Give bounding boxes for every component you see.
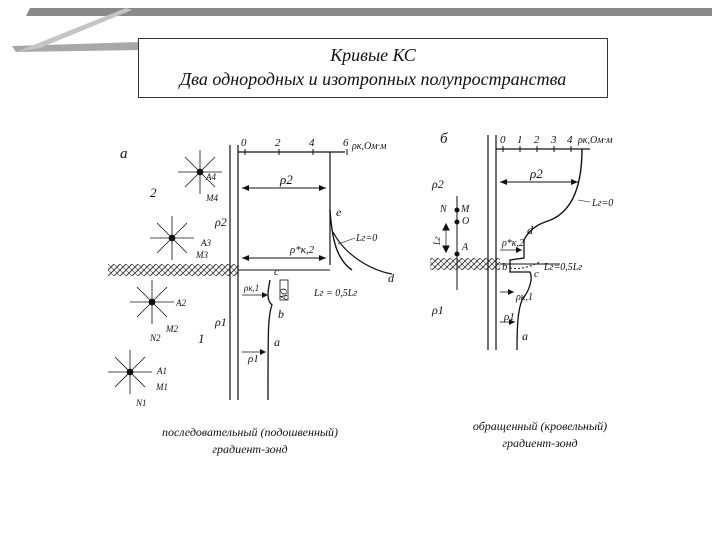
right-rhok1-label: ρк,1: [515, 292, 533, 303]
right-rho2-medium: ρ2: [431, 177, 444, 191]
left-tick-4: 4: [309, 137, 315, 149]
right-label-b: b: [502, 261, 508, 273]
electrode-star-2: [130, 280, 174, 324]
right-rhok2-label: ρ*к,2: [501, 238, 524, 249]
electrode-N2: N2: [149, 333, 161, 343]
left-lr0: Lг=0: [355, 233, 377, 244]
left-caption-line-2: градиент-зонд: [212, 442, 288, 456]
right-rho2-dim-label: ρ2: [529, 166, 543, 181]
electrode-M1: M1: [155, 382, 168, 392]
decorative-header-bands: [12, 8, 712, 52]
electrode-A3: A3: [200, 238, 211, 248]
right-label-O: O: [462, 216, 469, 227]
right-label-A: A: [461, 242, 469, 253]
left-medium-1: 1: [198, 331, 205, 346]
right-tick-3: 3: [550, 134, 557, 146]
decor-slash: [16, 8, 132, 52]
right-rho1-medium: ρ1: [431, 303, 444, 317]
left-axis-ticks: [244, 149, 348, 155]
electrode-M2: M2: [165, 324, 178, 334]
left-label-e: e: [336, 205, 342, 219]
electrode-M3: M3: [195, 250, 208, 260]
right-label-N: N: [439, 204, 448, 215]
left-panel: а 0 2 4 6 ρк,Ом·м ρ2 e d Lг=0: [108, 137, 395, 408]
right-label-lr: Lг: [432, 236, 442, 246]
right-label-a: a: [522, 329, 528, 343]
electrode-N1: N1: [135, 398, 147, 408]
left-label-c: c: [274, 266, 279, 278]
right-curve-upper: [523, 148, 583, 241]
right-tick-2: 2: [534, 134, 540, 146]
electrode-M4: M4: [205, 193, 218, 203]
right-tick-0: 0: [500, 134, 506, 146]
left-label-d: d: [388, 271, 395, 285]
right-curve-dashed: [509, 261, 541, 269]
left-curve-d: [332, 231, 393, 275]
right-rho1-dim-label: ρ1: [503, 311, 515, 323]
right-label-M: M: [460, 204, 470, 215]
left-curve-ba: [267, 279, 273, 401]
left-curve-e: [329, 209, 353, 271]
left-ao-box: [279, 279, 289, 301]
left-label-a: a: [274, 335, 280, 349]
title-line-2: Два однородных и изотропных полупростран…: [179, 69, 567, 89]
electrode-A1: A1: [156, 366, 167, 376]
right-panel: б 0 1 2 3 4 ρк,Ом·м ρ2 Lг=0 d ρ*к,2: [430, 131, 613, 351]
left-axis-unit: ρк,Ом·м: [351, 141, 387, 152]
decor-band-top: [26, 8, 712, 16]
title-line-1: Кривые КС: [330, 45, 416, 65]
left-rhok1-label: ρк,1: [243, 283, 259, 293]
left-tick-0: 0: [241, 137, 247, 149]
right-caption-line-1: обращенный (кровельный): [472, 419, 608, 433]
left-lr05: Lг = 0,5Lг: [313, 288, 357, 299]
left-ao-label: АО: [279, 288, 289, 301]
left-rho1-dim-label: ρ1: [247, 353, 259, 365]
title-box: Кривые КС Два однородных и изотропных по…: [138, 38, 608, 98]
right-panel-letter: б: [440, 131, 448, 147]
decor-band-bottom: [12, 42, 140, 52]
left-caption-line-1: последовательный (подошвенный): [161, 425, 339, 439]
right-probe: [442, 196, 460, 290]
right-curve-lower: [509, 240, 532, 351]
right-label-c: c: [534, 268, 539, 280]
left-rho2-dim-label: ρ2: [279, 172, 293, 187]
right-caption-line-2: градиент-зонд: [502, 436, 578, 450]
right-label-d: d: [527, 223, 534, 237]
left-rhok2-label: ρ*к,2: [289, 244, 315, 256]
left-caption: последовательный (подошвенный) градиент-…: [110, 424, 390, 458]
electrode-A4: A4: [205, 172, 216, 182]
left-rho1-medium: ρ1: [214, 315, 227, 329]
left-medium-2: 2: [150, 185, 157, 200]
electrode-star-3: [150, 216, 194, 260]
right-lr05: Lг=0,5Lг: [543, 262, 582, 273]
left-rho2-medium: ρ2: [214, 215, 227, 229]
right-tick-4: 4: [567, 134, 573, 146]
electrode-star-1: [108, 350, 152, 394]
right-caption: обращенный (кровельный) градиент-зонд: [430, 418, 650, 452]
electrode-A2: A2: [175, 298, 186, 308]
right-axis-unit: ρк,Ом·м: [577, 135, 613, 146]
left-label-b: b: [278, 307, 284, 321]
right-tick-1: 1: [517, 134, 523, 146]
left-tick-2: 2: [275, 137, 281, 149]
left-panel-letter: а: [120, 146, 128, 162]
right-axis-ticks: [502, 146, 572, 152]
right-lr0: Lг=0: [591, 198, 613, 209]
left-tick-6: 6: [343, 137, 349, 149]
electrode-star-4: [178, 150, 222, 194]
